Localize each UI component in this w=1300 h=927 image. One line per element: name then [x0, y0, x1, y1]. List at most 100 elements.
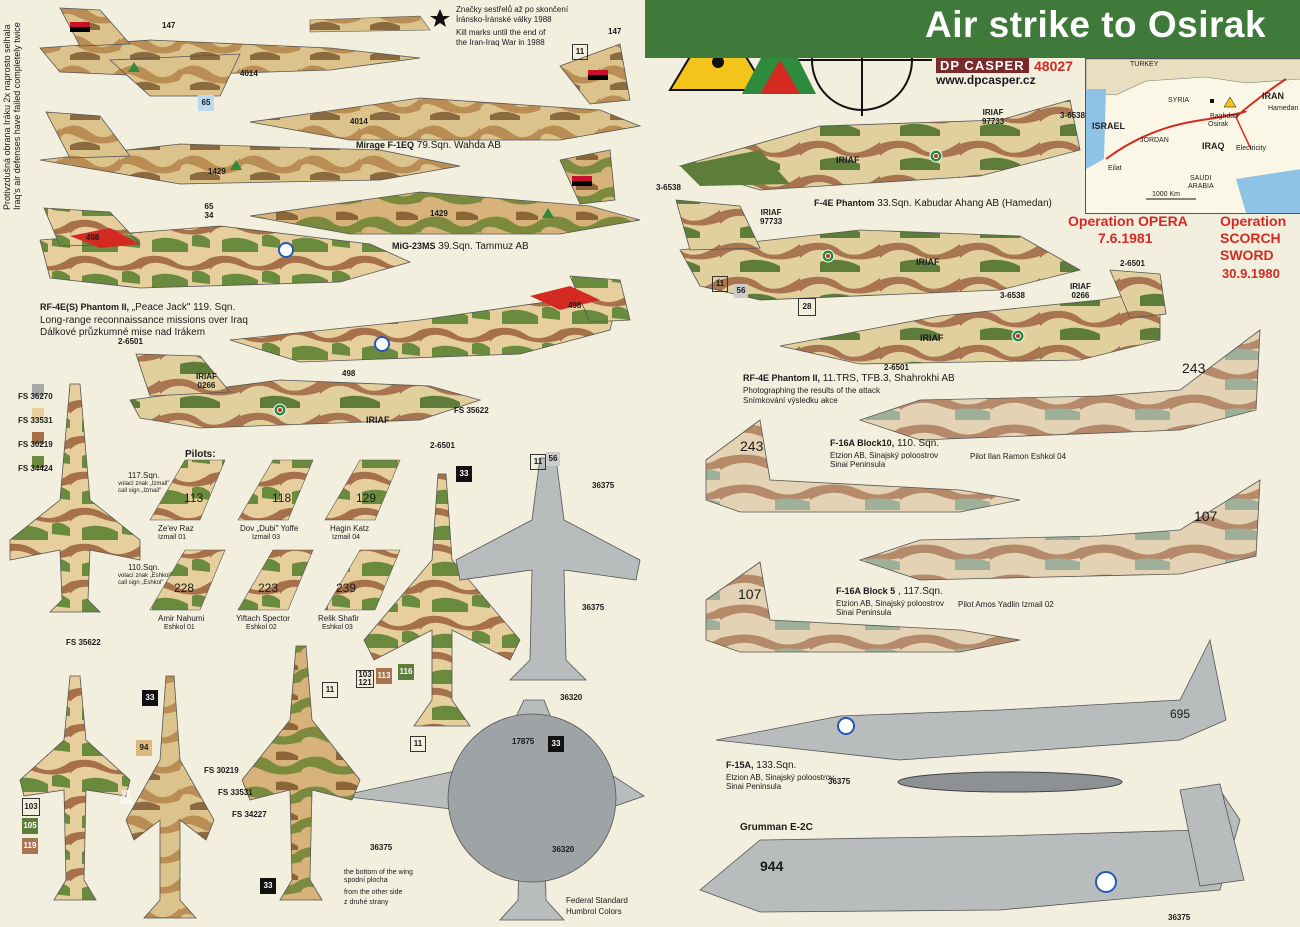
- fs-color-6: FS 35622: [454, 406, 489, 415]
- pilot-tail-5: 223: [258, 581, 279, 595]
- sqn110-callsign-cz: volací znak „Eshkol": [118, 573, 172, 579]
- tail-107-b: 107: [738, 586, 762, 602]
- number-113: 113: [376, 668, 392, 684]
- kill-note-4: the Iran-Iraq War in 1988: [456, 38, 545, 47]
- map-label-israel: ISRAEL: [1092, 121, 1126, 131]
- number-147-b: 147: [608, 27, 622, 36]
- map-scale: 1000 Km: [1152, 191, 1181, 198]
- f16-block10-pilot: Pilot Ilan Ramon Eshkol 04: [970, 452, 1067, 461]
- f16-block10-line3: Sinai Peninsula: [830, 460, 886, 469]
- number-33-c: 33: [548, 736, 564, 752]
- tail-695: 695: [1170, 707, 1191, 721]
- number-94: 94: [136, 740, 152, 756]
- mig-caption: MiG-23MS 39.Sqn. Tammuz AB: [392, 241, 529, 252]
- tail-107-a: 107: [1194, 508, 1218, 524]
- serial-2-6501-b: 2-6501: [884, 363, 909, 372]
- tail-498-a: 498: [86, 233, 100, 242]
- number-28: 28: [798, 298, 816, 316]
- legend-federal-standard: Federal Standard: [566, 896, 628, 905]
- operation-scorch-line1: Operation: [1220, 213, 1287, 229]
- operation-scorch-line2: SCORCH: [1220, 230, 1281, 246]
- serial-3-6538-b: 3-6538: [656, 183, 681, 192]
- serial-iriaf-97733-b: IRIAF 97733: [760, 208, 783, 226]
- number-105: 105: [22, 818, 38, 834]
- pilot-tail-3: 129: [356, 491, 377, 505]
- number-17875: 17875: [512, 737, 535, 746]
- number-36375-b: 36375: [582, 603, 605, 612]
- serial-iriaf-0266-a: IRIAF 0266: [1070, 282, 1091, 300]
- pilot-call-4: Eshkol 01: [164, 624, 195, 631]
- e2c-caption: Grumman E-2C: [740, 822, 813, 833]
- website-url: www.dpcasper.cz: [936, 73, 1036, 87]
- pilot-name-4: Amir Nahumi: [158, 614, 205, 623]
- legend-humbrol: Humbrol Colors: [566, 907, 622, 916]
- number-33-a: 33: [456, 466, 472, 482]
- sqn117-label: 117.Sqn.: [128, 471, 160, 480]
- number-33-b: 33: [142, 690, 158, 706]
- pilot-tail-1: 113: [184, 491, 204, 505]
- map-label-hamedan: Hamedan: [1268, 105, 1299, 112]
- number-11-e: 11: [410, 736, 426, 752]
- tail-498-c: 498: [342, 369, 356, 378]
- operation-opera-title: Operation OPERA: [1068, 213, 1188, 229]
- fs-color-3: FS 30219: [18, 440, 53, 449]
- serial-3-6538-a: 3-6538: [1060, 111, 1085, 120]
- fs-color-4: FS 34424: [18, 464, 53, 473]
- number-103-121: 103 121: [356, 670, 374, 688]
- fs-color-1: FS 36270: [18, 392, 53, 401]
- rf4e-israel-line2: Long-range reconnaissance missions over …: [40, 315, 248, 326]
- map-label-iraq: IRAQ: [1202, 141, 1225, 151]
- map-label-saudi-1: SAUDI: [1190, 175, 1212, 182]
- number-11-b: 11: [712, 276, 728, 292]
- map-label-saudi-2: ARABIA: [1188, 183, 1214, 190]
- fs-color-7: FS 30219: [204, 766, 239, 775]
- serial-4014-b: 4014: [350, 117, 368, 126]
- number-36375-a: 36375: [592, 481, 615, 490]
- iriaf-2: IRIAF: [916, 257, 940, 267]
- air-defense-note-cz: Protivzdušná obrana Iráku 2x naprosto se…: [2, 24, 12, 210]
- tail-498-b: 498: [568, 301, 582, 310]
- iriaf-1: IRIAF: [836, 155, 860, 165]
- sqn117-callsign-cz: volací znak „Izmail": [118, 481, 170, 487]
- pilot-name-6: Relik Shafir: [318, 614, 359, 623]
- serial-3-6538-c: 3-6538: [1000, 291, 1025, 300]
- pilot-name-5: Yiftach Spector: [236, 614, 290, 623]
- pilot-tail-2: 118: [272, 491, 292, 505]
- rf4e-iran-caption: RF-4E Phantom II, 11.TRS, TFB.3, Shahrok…: [743, 373, 955, 384]
- wing-note-4: z druhé strany: [344, 899, 389, 906]
- map-label-jordan: JORDAN: [1140, 137, 1169, 144]
- number-65-34: 65 34: [204, 202, 214, 220]
- number-147-a: 147: [162, 21, 176, 30]
- iriaf-3: IRIAF: [920, 333, 944, 343]
- wing-note-2: spodní plocha: [344, 877, 388, 884]
- f16-block10-line2: Etzion AB, Sinajský poloostrov: [830, 451, 939, 460]
- map-label-iran: IRAN: [1262, 91, 1284, 101]
- sqn110-label: 110.Sqn.: [128, 563, 160, 572]
- rf4e-israel-line3: Dálkové průzkumné mise nad Irákem: [40, 327, 206, 338]
- number-65: 65: [198, 95, 214, 111]
- kill-note-2: Íránsko-Íránské války 1988: [456, 15, 552, 24]
- number-56-b: 56: [546, 452, 560, 466]
- number-11-d: 11: [322, 682, 338, 698]
- product-code: 48027: [1034, 58, 1073, 74]
- f16-block5-line3: Sinai Peninsula: [836, 608, 892, 617]
- strike-map: TURKEY SYRIA IRAN ISRAEL JORDAN IRAQ Bag…: [1085, 58, 1300, 214]
- f16-block5-pilot: Pilot Amos Yadlin Izmail 02: [958, 600, 1054, 609]
- brand-label: DP CASPER: [936, 58, 1029, 73]
- wing-note-3: from the other side: [344, 889, 403, 896]
- serial-iriaf-0266-b: IRIAF 0266: [196, 372, 217, 390]
- pilot-call-2: Izmail 03: [252, 534, 281, 541]
- air-defense-note: Protivzdušná obrana Iráku 2x naprosto se…: [2, 22, 22, 210]
- f16-block10-caption: F-16A Block10, 110. Sqn.: [830, 438, 940, 449]
- number-33-d: 33: [260, 878, 276, 894]
- kill-note-3: Kill marks until the end of: [456, 28, 546, 37]
- kill-note-1: Značky sestřelů až po skončení: [456, 5, 569, 14]
- map-label-turkey: TURKEY: [1130, 61, 1159, 68]
- map-label-syria: SYRIA: [1168, 97, 1190, 104]
- page-title: Air strike to Osirak: [925, 4, 1267, 45]
- f15-line2: Etzion AB, Sinajský poloostrov: [726, 773, 835, 782]
- sqn117-callsign-en: call sign „Izmail": [118, 488, 162, 494]
- iriaf-4: IRIAF: [366, 415, 390, 425]
- f16-block5-caption: F-16A Block 5 , 117.Sqn.: [836, 586, 943, 597]
- number-11-c: 11: [530, 454, 546, 470]
